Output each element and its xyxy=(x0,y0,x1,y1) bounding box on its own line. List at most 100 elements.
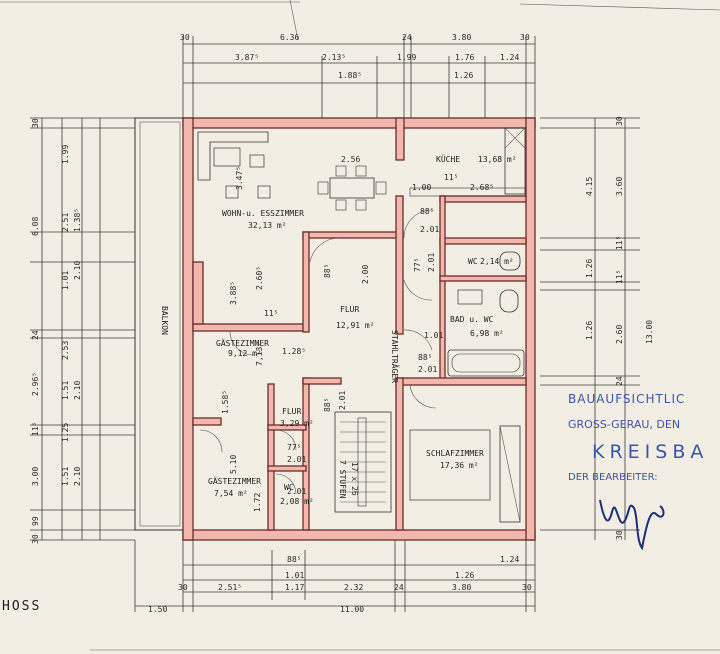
label-stahltraeger: STAHLTRÄGER xyxy=(390,330,400,383)
dim-top: 1.76 xyxy=(455,53,474,62)
dimension-lines-bottom xyxy=(134,540,536,612)
dim-left: 2.10 xyxy=(73,261,82,280)
dim-left: 2.53 xyxy=(61,341,70,360)
dim-right: 1.26 xyxy=(585,259,594,278)
dim-inner: 1.01 xyxy=(424,331,443,340)
bed xyxy=(409,429,491,501)
room-area-flur-small: 3,29 m² xyxy=(280,419,314,428)
authority-stamp: BAUAUFSICHTLIC GROSS-GERAU, DEN KREISBA … xyxy=(568,392,708,551)
dim-top: 30 xyxy=(180,33,190,42)
dim-inner: 2.60⁵ xyxy=(255,266,264,290)
dim-left: 24 xyxy=(31,330,40,340)
sink-bath xyxy=(457,289,483,305)
dim-left: 1.25 xyxy=(61,423,70,442)
dim-inner: 88⁵ xyxy=(418,353,432,362)
dim-inner: 1.00 xyxy=(412,183,431,192)
dim-inner: 2.68⁵ xyxy=(470,183,494,192)
dim-inner: 2.01 xyxy=(420,225,439,234)
frame-line xyxy=(289,0,299,41)
dim-inner: 3.47⁵ xyxy=(235,166,244,190)
dimension-lines-left xyxy=(30,117,135,541)
dim-inner: 5.10 xyxy=(229,455,238,474)
dim-left: 30 xyxy=(31,118,40,128)
dim-top: 1.88⁵ xyxy=(338,71,362,80)
dim-right: 11⁵ xyxy=(615,236,624,250)
dim-inner: 7,13⁵ xyxy=(255,342,264,366)
dim-left: 6.08 xyxy=(31,217,40,236)
dim-bottom: 88⁵ xyxy=(287,555,301,564)
toilet-bath xyxy=(499,289,519,313)
room-area-kueche: 13,68 m² xyxy=(478,155,517,164)
sofa xyxy=(197,131,271,199)
dim-left: 3.00 xyxy=(31,467,40,486)
label-stufen-size: 17 x 26 xyxy=(350,462,359,496)
dim-left: 1.38⁵ xyxy=(73,208,82,232)
dim-left: 1.51 xyxy=(61,467,70,486)
dim-inner: 88⁵ xyxy=(323,398,332,412)
dim-inner: 3.88⁵ xyxy=(229,281,238,305)
frame-line xyxy=(519,3,720,11)
balcony-outline xyxy=(134,117,184,531)
dim-inner: 2.01 xyxy=(427,253,436,272)
dim-top: 6.36 xyxy=(280,33,299,42)
dim-inner: 11⁵ xyxy=(444,173,458,182)
dim-bottom: 3.80 xyxy=(452,583,471,592)
room-label-balkon: BALKON xyxy=(160,306,169,335)
room-area-schlaf: 17,36 m² xyxy=(440,461,479,470)
dim-bottom: 1.26 xyxy=(455,571,474,580)
room-label-flur-small: FLUR xyxy=(282,407,301,416)
room-area-wohn-ess: 32,13 m² xyxy=(248,221,287,230)
dim-bottom: 30 xyxy=(522,583,532,592)
name-fragment: HOSS xyxy=(2,599,41,614)
dim-top: 24 xyxy=(402,33,412,42)
dim-left: 1.99 xyxy=(61,145,70,164)
room-label-kueche: KÜCHE xyxy=(436,154,460,164)
dim-inner: 11⁵ xyxy=(264,309,278,318)
room-label-wc-small: WC xyxy=(284,483,294,492)
dim-bottom: 24 xyxy=(394,583,404,592)
dim-right: 24 xyxy=(615,376,624,386)
dim-inner: 2.01 xyxy=(287,455,306,464)
dim-right: 11⁵ xyxy=(615,270,624,284)
dim-right: 3.60 xyxy=(615,177,624,196)
dining-table xyxy=(317,165,387,211)
dim-inner: 1.72 xyxy=(253,493,262,512)
room-label-gaeste2: GÄSTEZIMMER xyxy=(208,476,261,486)
dim-right: 30 xyxy=(615,530,624,540)
kitchen-counter xyxy=(409,127,526,197)
stamp-line3: KREISBA xyxy=(592,441,708,463)
dim-bottom: 1.01 xyxy=(285,571,304,580)
dim-left: 2.51 xyxy=(61,213,70,232)
dim-bottom: 1.50 xyxy=(148,605,167,614)
room-label-flur-main: FLUR xyxy=(340,305,359,314)
dim-right: 30 xyxy=(615,116,624,126)
dim-inner: 77⁵ xyxy=(287,443,301,452)
dim-inner: 2.01 xyxy=(287,487,306,496)
room-area-flur-main: 12,91 m² xyxy=(336,321,375,330)
dim-inner: 77⁵ xyxy=(413,258,422,272)
room-label-gaeste1: GÄSTEZIMMER xyxy=(216,338,269,348)
dimension-lines-top xyxy=(182,36,536,118)
dim-bottom: 1.24 xyxy=(500,555,519,564)
dim-right: 4.15 xyxy=(585,177,594,196)
dim-inner: 88⁵ xyxy=(323,264,332,278)
dim-right: 2.60 xyxy=(615,325,624,344)
dim-inner: 2.56 xyxy=(341,155,360,164)
toilet-wc-top xyxy=(499,251,521,271)
dim-top: 1.26 xyxy=(454,71,473,80)
staircase xyxy=(334,411,392,513)
dimension-lines-right xyxy=(540,117,640,540)
dim-top: 3.80 xyxy=(452,33,471,42)
walls xyxy=(182,117,536,541)
dim-inner: 88⁵ xyxy=(420,207,434,216)
dim-inner: 2.01 xyxy=(338,391,347,410)
dim-inner: 1.28⁵ xyxy=(282,347,306,356)
dim-left: 2.10 xyxy=(73,381,82,400)
room-label-bad-wc: BAD u. WC xyxy=(450,315,494,324)
dim-left: 1.51 xyxy=(61,381,70,400)
dim-left: 1.01 xyxy=(61,271,70,290)
dim-bottom: 11.00 xyxy=(340,605,364,614)
dim-top: 2.13⁵ xyxy=(322,53,346,62)
room-label-wohn-ess: WOHN-u. ESSZIMMER xyxy=(222,209,304,218)
room-area-wc-top: 2,14 m² xyxy=(480,257,514,266)
